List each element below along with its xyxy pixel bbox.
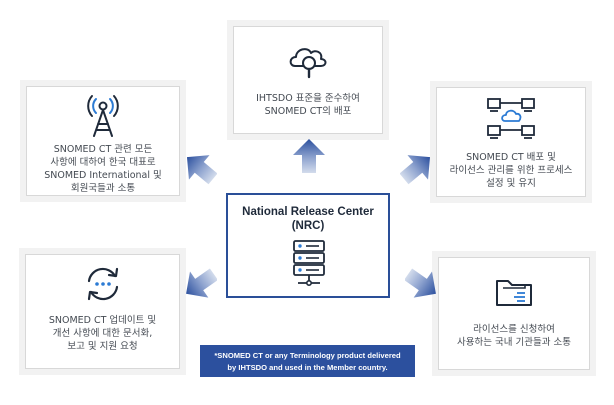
card-text: SNOMED CT 관련 모든 사항에 대하여 한국 대표로 SNOMED In… [20, 143, 186, 195]
footnote-line: *SNOMED CT or any Terminology product de… [214, 351, 401, 360]
card-documentation: SNOMED CT 업데이트 및 개선 사항에 대한 문서화, 보고 및 지원 … [19, 248, 186, 375]
card-line: 보고 및 지원 요청 [67, 341, 138, 352]
center-title: National Release Center (NRC) [228, 205, 388, 233]
card-line: SNOMED International 및 [44, 170, 162, 181]
card-line: SNOMED CT 업데이트 및 [48, 315, 157, 326]
card-text: 라이선스를 신청하여 사용하는 국내 기관들과 소통 [432, 323, 596, 349]
nrc-center-block: National Release Center (NRC) [226, 193, 390, 298]
card-text: SNOMED CT 배포 및 라이선스 관리를 위한 프로세스 설정 및 유지 [430, 151, 592, 190]
antenna-icon [87, 95, 119, 137]
card-communication: SNOMED CT 관련 모든 사항에 대하여 한국 대표로 SNOMED In… [20, 80, 186, 202]
card-line: SNOMED CT 관련 모든 [53, 144, 153, 155]
center-title-line: (NRC) [291, 220, 325, 232]
center-title-line: National Release Center [242, 206, 374, 218]
card-line: 개선 사항에 대한 문서화, [52, 328, 153, 339]
arrow-upper-left-icon [186, 155, 217, 185]
card-process: SNOMED CT 배포 및 라이선스 관리를 위한 프로세스 설정 및 유지 [430, 81, 592, 203]
arrow-lower-right-icon [405, 268, 436, 298]
card-line: 회원국들과 소통 [70, 183, 136, 194]
card-text: SNOMED CT 업데이트 및 개선 사항에 대한 문서화, 보고 및 지원 … [19, 314, 186, 353]
card-distribution: IHTSDO 표준을 준수하여 SNOMED CT의 배포 [227, 20, 389, 140]
card-line: 라이선스를 신청하여 [473, 324, 555, 335]
refresh-icon [87, 267, 118, 301]
arrow-lower-left-icon [186, 268, 217, 298]
folder-icon [496, 280, 532, 306]
card-line: 라이선스 관리를 위한 프로세스 [449, 165, 573, 176]
card-text: IHTSDO 표준을 준수하여 SNOMED CT의 배포 [227, 92, 389, 118]
server-icon [293, 240, 325, 286]
card-licensing: 라이선스를 신청하여 사용하는 국내 기관들과 소통 [432, 251, 596, 376]
card-line: IHTSDO 표준을 준수하여 [256, 93, 360, 104]
card-line: 사용하는 국내 기관들과 소통 [457, 337, 571, 348]
arrow-up-icon [293, 139, 325, 173]
card-line: SNOMED CT 배포 및 [466, 152, 556, 163]
network-icon [487, 98, 535, 139]
card-line: 설정 및 유지 [486, 178, 536, 189]
card-line: 사항에 대하여 한국 대표로 [50, 157, 156, 168]
footnote-line: by IHTSDO and used in the Member country… [227, 363, 388, 372]
cloud-search-icon [289, 48, 327, 79]
arrow-upper-right-icon [400, 155, 431, 185]
card-line: SNOMED CT의 배포 [264, 106, 352, 117]
footnote-box: *SNOMED CT or any Terminology product de… [200, 345, 415, 377]
